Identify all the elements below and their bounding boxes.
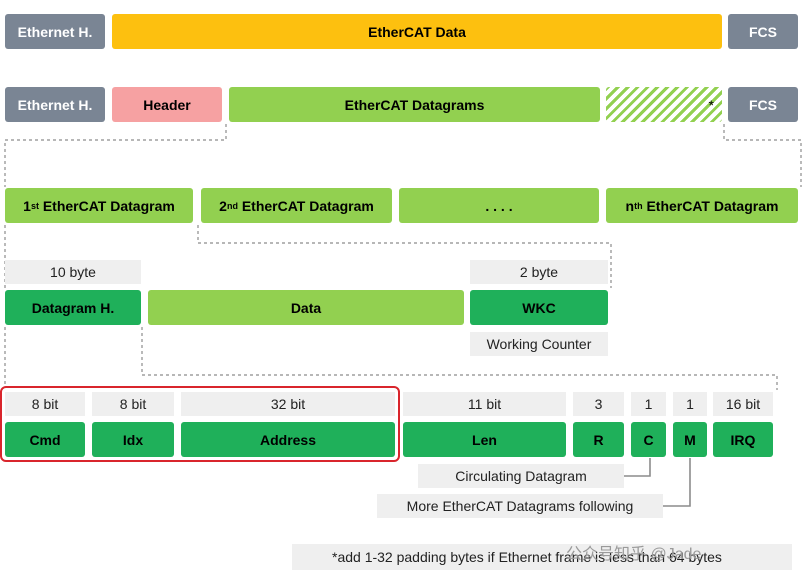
padding-footnote: *add 1-32 padding bytes if Ethernet fram…	[292, 544, 792, 570]
wkc-box: WKC	[470, 290, 608, 325]
circulating-datagram-label: Circulating Datagram	[418, 464, 624, 488]
padding-box: *	[606, 87, 722, 122]
ethercat-datagrams-box: EtherCAT Datagrams	[229, 87, 600, 122]
expand-line-header-right	[141, 327, 778, 390]
datagram-2-prefix: 2	[219, 197, 227, 214]
datagram-n-suffix: EtherCAT Datagram	[642, 197, 779, 214]
datagram-ellipsis-box: . . . .	[399, 188, 599, 223]
m-field: M	[673, 422, 707, 457]
cmd-size-label: 8 bit	[5, 392, 85, 416]
cmd-field: Cmd	[5, 422, 85, 457]
len-size-label: 11 bit	[403, 392, 566, 416]
idx-size-label: 8 bit	[92, 392, 174, 416]
more-datagrams-label: More EtherCAT Datagrams following	[377, 494, 663, 518]
datagram-2-suffix: EtherCAT Datagram	[237, 197, 374, 214]
c-size-label: 1	[631, 392, 666, 416]
expand-line-left	[4, 124, 227, 187]
datagram-n-prefix: n	[625, 197, 635, 214]
highlight-frame	[0, 386, 400, 462]
c-field: C	[631, 422, 666, 457]
circulating-callout-line	[624, 458, 651, 477]
ethernet-header-box: Ethernet H.	[5, 14, 105, 49]
watermark-text: 公众号知乎 @Jade	[566, 546, 702, 563]
fcs-box: FCS	[728, 14, 798, 49]
idx-field: Idx	[92, 422, 174, 457]
working-counter-label: Working Counter	[470, 332, 608, 356]
header-size-label: 10 byte	[5, 260, 141, 284]
datagram-1-suffix: EtherCAT Datagram	[38, 197, 175, 214]
wkc-size-label: 2 byte	[470, 260, 608, 284]
len-field: Len	[403, 422, 566, 457]
datagram-header-box: Datagram H.	[5, 290, 141, 325]
datagram-data-box: Data	[148, 290, 464, 325]
irq-size-label: 16 bit	[713, 392, 773, 416]
irq-field: IRQ	[713, 422, 773, 457]
fcs-box-2: FCS	[728, 87, 798, 122]
ethernet-header-box-2: Ethernet H.	[5, 87, 105, 122]
r-size-label: 3	[573, 392, 624, 416]
r-field: R	[573, 422, 624, 457]
expand-line-datagram-right	[197, 225, 612, 288]
ethercat-header-box: Header	[112, 87, 222, 122]
address-size-label: 32 bit	[181, 392, 395, 416]
m-size-label: 1	[673, 392, 707, 416]
datagram-1-prefix: 1	[23, 197, 31, 214]
expand-line-right	[723, 124, 802, 187]
more-following-callout-line	[663, 458, 691, 507]
ethercat-data-box: EtherCAT Data	[112, 14, 722, 49]
address-field: Address	[181, 422, 395, 457]
